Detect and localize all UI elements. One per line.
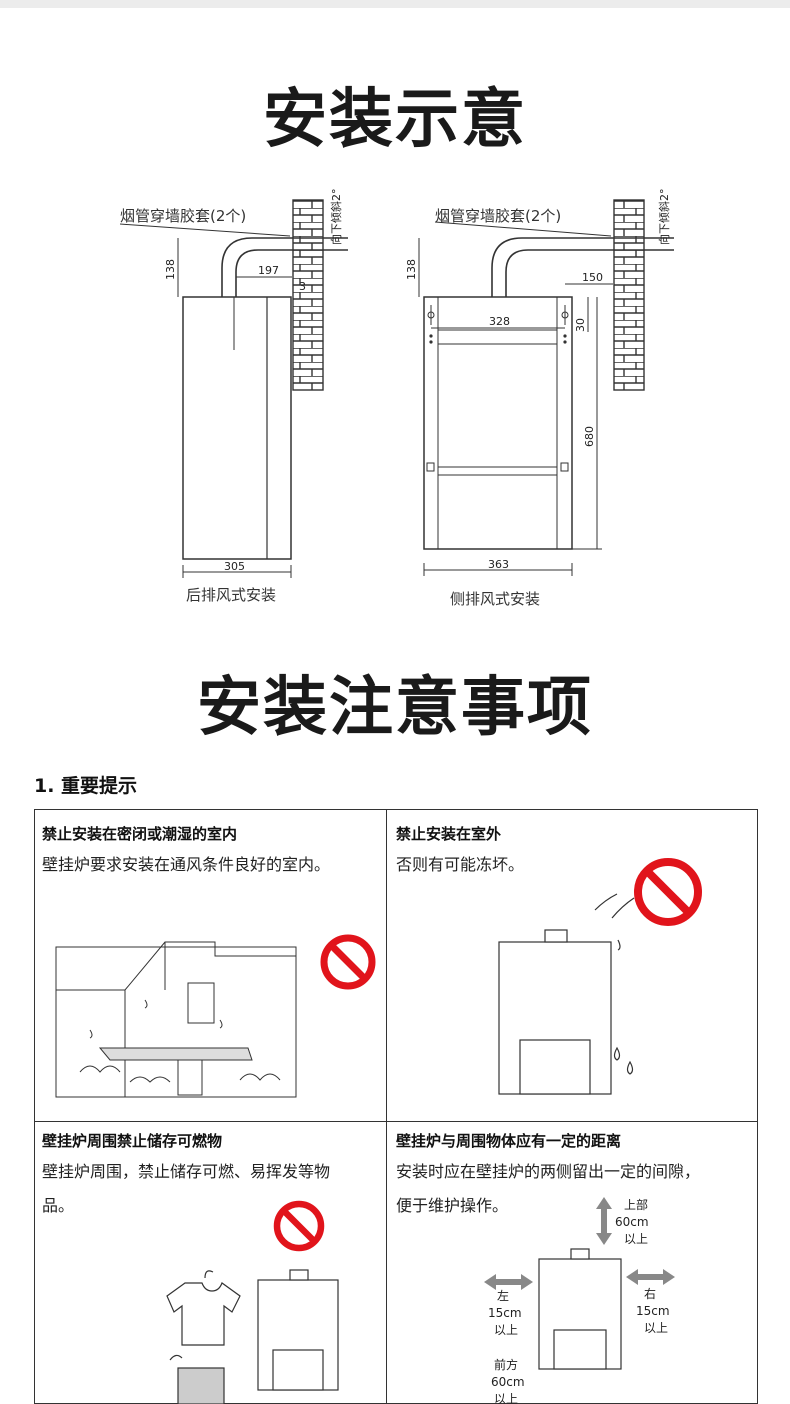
grid-divider-vertical	[386, 809, 387, 1404]
prohibit-icon-outdoor	[634, 858, 702, 926]
dim-width-left: 305	[224, 560, 245, 573]
dim-width-right: 363	[488, 558, 509, 571]
flammables-illustration	[166, 1269, 339, 1404]
rear-exhaust-drawing: 烟管穿墙胶套(2个) 向下倾斜2° 138 197 3 305 后排风式安装	[119, 189, 348, 604]
notes-title: 安装注意事项	[197, 671, 593, 745]
clearance-illustration	[538, 1248, 622, 1370]
clearance-front-1: 前方	[494, 1357, 518, 1372]
wall-brick-right	[613, 199, 645, 391]
clearance-arrows	[484, 1197, 675, 1290]
clearance-front-3: 以上	[494, 1392, 518, 1404]
tip-text-clearance-line1: 安装时应在壁挂炉的两侧留出一定的间隙，	[396, 1162, 701, 1181]
clearance-right-1: 右	[644, 1286, 656, 1301]
clearance-labels: 上部 60cm 以上 左 15cm 以上 右 15cm 以上 前方 60cm 以…	[488, 1197, 670, 1404]
side-exhaust-drawing: 烟管穿墙胶套(2个) 向下倾斜2° 138 150 328 30 680 363…	[405, 189, 674, 608]
caption-rear-exhaust: 后排风式安装	[186, 586, 276, 604]
dim-height-left: 138	[164, 259, 177, 280]
clearance-right-3: 以上	[644, 1321, 668, 1335]
tip-text-no-flammables-line1: 壁挂炉周围，禁止储存可燃、易挥发等物	[42, 1162, 331, 1181]
outdoor-boiler-illustration	[498, 893, 635, 1095]
clearance-top-2: 60cm	[615, 1215, 649, 1229]
dim-small-right: 30	[574, 318, 587, 332]
clearance-left-3: 以上	[494, 1323, 518, 1337]
tip-title-no-outdoor: 禁止安装在室外	[396, 825, 502, 843]
sleeve-label-right: 烟管穿墙胶套(2个)	[435, 207, 561, 225]
boiler-front-view-right	[423, 296, 573, 550]
clearance-top-1: 上部	[624, 1197, 648, 1212]
slope-label-right: 向下倾斜2°	[657, 189, 671, 246]
dim-height-right: 138	[405, 259, 418, 280]
installation-diagram-svg: 烟管穿墙胶套(2个) 向下倾斜2° 138 197 3 305 后排风式安装 烟…	[119, 189, 674, 608]
tip-title-clearance: 壁挂炉与周围物体应有一定的距离	[396, 1132, 622, 1150]
slope-label-left: 向下倾斜2°	[329, 189, 343, 246]
wall-brick-left	[292, 199, 324, 391]
installation-diagram: 烟管穿墙胶套(2个) 向下倾斜2° 138 197 3 305 后排风式安装 烟…	[0, 180, 790, 620]
prohibit-icon-closed-room	[320, 934, 376, 990]
caption-side-exhaust: 侧排风式安装	[450, 590, 540, 608]
clearance-top-3: 以上	[624, 1232, 648, 1246]
dim-offset-left: 197	[258, 264, 279, 277]
top-bar	[0, 0, 790, 8]
tip-text-no-flammables-line2: 品。	[42, 1196, 75, 1215]
dim-small-left: 3	[299, 280, 306, 293]
section-label-important-tips: 1. 重要提示	[34, 775, 138, 797]
humid-room-illustration	[55, 941, 297, 1098]
clearance-front-2: 60cm	[491, 1375, 525, 1389]
clearance-right-2: 15cm	[636, 1304, 670, 1318]
tip-text-no-closed-room: 壁挂炉要求安装在通风条件良好的室内。	[42, 855, 331, 874]
tip-title-no-closed-room: 禁止安装在密闭或潮湿的室内	[42, 825, 238, 843]
dim-holes-right: 328	[489, 315, 510, 328]
sleeve-label-left: 烟管穿墙胶套(2个)	[120, 207, 246, 225]
dim-offset-right: 150	[582, 271, 603, 284]
boiler-side-view-left	[182, 296, 292, 560]
tip-title-no-flammables: 壁挂炉周围禁止储存可燃物	[42, 1132, 223, 1150]
page-title: 安装示意	[263, 83, 527, 157]
tip-text-no-outdoor: 否则有可能冻坏。	[396, 855, 525, 874]
clearance-left-1: 左	[497, 1288, 509, 1303]
clearance-left-2: 15cm	[488, 1306, 522, 1320]
tip-text-clearance-line2: 便于维护操作。	[396, 1196, 509, 1215]
dim-vertical-right: 680	[583, 426, 596, 447]
prohibit-icon-flammables	[273, 1200, 325, 1252]
grid-divider-horizontal	[34, 1121, 758, 1122]
